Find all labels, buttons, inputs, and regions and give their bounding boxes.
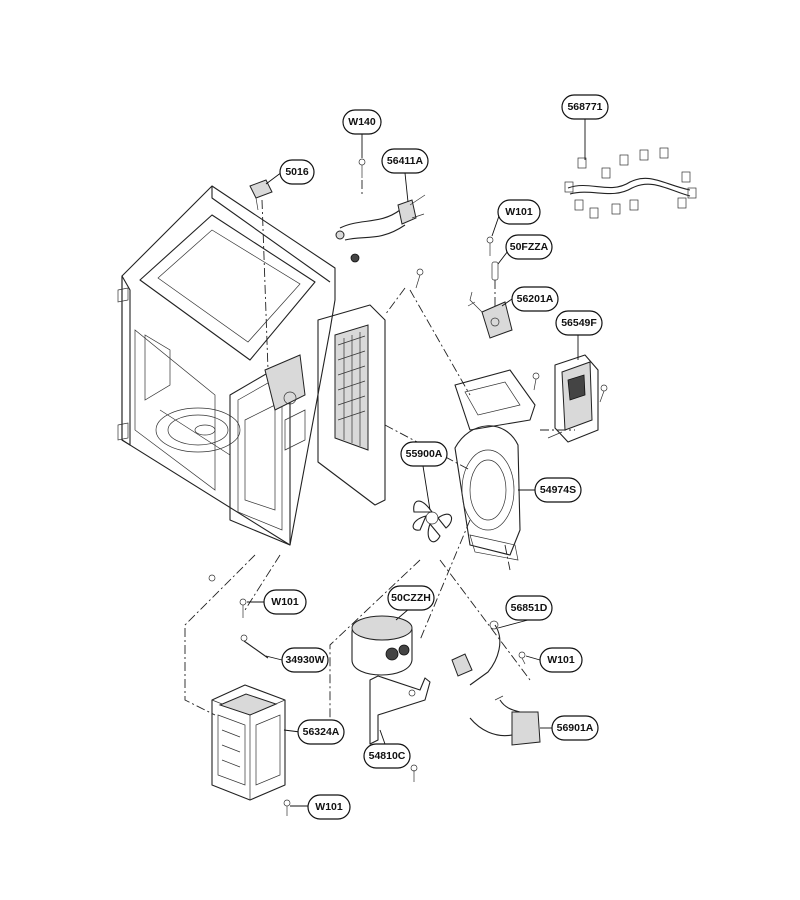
label-text: 56549F xyxy=(561,317,597,329)
part-label-W140: W140 xyxy=(342,109,382,135)
label-text: W101 xyxy=(547,654,575,666)
part-label-54974S: 54974S xyxy=(534,477,582,503)
fan-blade-55900A xyxy=(412,500,453,543)
label-text: 56851D xyxy=(511,602,548,614)
thermostat-5016 xyxy=(249,179,273,371)
screw-W101-mid xyxy=(208,574,247,618)
screw-W101-top xyxy=(486,236,494,256)
part-label-56324A: 56324A xyxy=(297,719,345,745)
part-label-55900A: 55900A xyxy=(400,441,448,467)
cord-56851D xyxy=(451,620,526,686)
label-text: 56411A xyxy=(387,155,424,167)
label-text: 34930W xyxy=(285,654,324,666)
part-label-56411A: 56411A xyxy=(381,148,429,174)
label-text: 56201A xyxy=(517,293,554,305)
fan-motor-56549F xyxy=(547,354,608,443)
label-text: 56901A xyxy=(557,722,594,734)
wire-harness-568771 xyxy=(564,147,697,219)
switch-56201A xyxy=(467,291,513,339)
part-label-5016: 5016 xyxy=(279,159,315,185)
part-label-56201A: 56201A xyxy=(511,286,559,312)
part-label-34930W: 34930W xyxy=(281,647,329,673)
part-label-56901A: 56901A xyxy=(551,715,599,741)
oven-cavity-cabinet xyxy=(117,185,386,546)
label-text: W101 xyxy=(505,206,533,218)
screw-cabinet-top xyxy=(415,268,424,289)
part-label-W101-a: W101 xyxy=(497,199,541,225)
part-label-50FZZA: 50FZZA xyxy=(505,234,553,260)
screw-W101-bottom xyxy=(283,799,291,816)
part-label-54810C: 54810C xyxy=(363,743,411,769)
fan-duct-54974S xyxy=(454,369,540,561)
part-label-W101-b: W101 xyxy=(263,589,307,615)
bracket-54810C xyxy=(369,675,431,782)
harness-56901A xyxy=(469,695,541,746)
label-text: W101 xyxy=(271,596,299,608)
label-text: 54810C xyxy=(369,750,406,762)
magnetron-56324A xyxy=(211,684,286,801)
wire-34930W xyxy=(240,634,269,659)
label-text: 50FZZA xyxy=(510,241,549,253)
assembly-guide-lines xyxy=(184,280,575,720)
leader-lines xyxy=(247,119,586,807)
fuse-50FZZA xyxy=(491,261,499,281)
screw-W140 xyxy=(358,158,366,195)
harness-56411A xyxy=(335,194,426,263)
label-text: W101 xyxy=(315,801,343,813)
part-label-W101-c: W101 xyxy=(539,647,583,673)
part-label-W101-d: W101 xyxy=(307,794,351,820)
label-text: 54974S xyxy=(540,484,576,496)
label-text: 50CZZH xyxy=(391,592,431,604)
label-text: W140 xyxy=(348,116,376,128)
part-label-50CZZH: 50CZZH xyxy=(387,585,435,611)
capacitor-50CZZH xyxy=(351,615,413,676)
label-text: 5016 xyxy=(285,166,309,178)
label-text: 56324A xyxy=(303,726,340,738)
part-label-56851D: 56851D xyxy=(505,595,553,621)
label-text: 55900A xyxy=(406,448,443,460)
part-label-56549F: 56549F xyxy=(555,310,603,336)
label-text: 568771 xyxy=(567,101,602,113)
part-label-568771: 568771 xyxy=(561,94,609,120)
